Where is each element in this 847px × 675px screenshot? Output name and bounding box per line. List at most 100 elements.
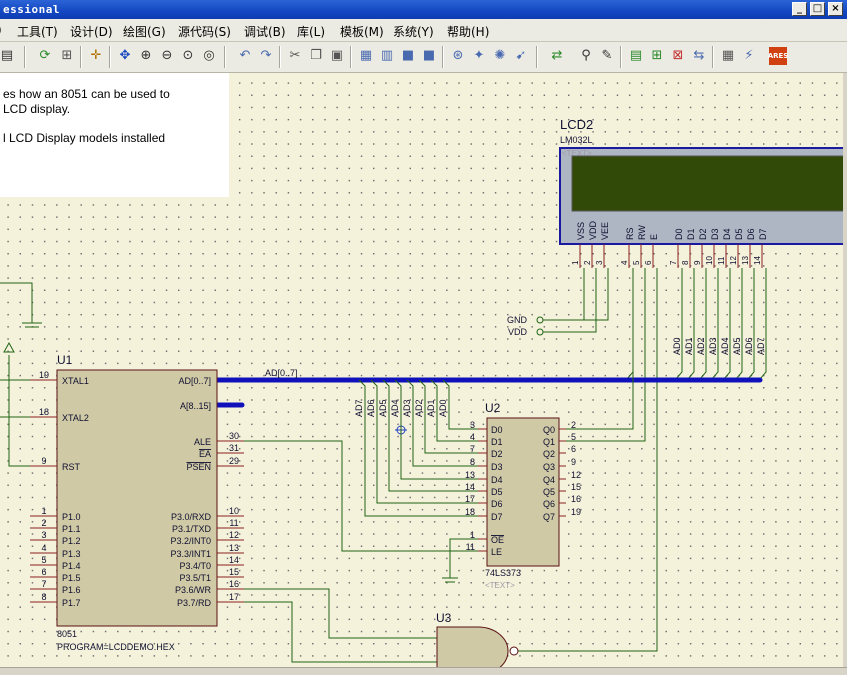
- lcd-pin-name: D0: [674, 228, 684, 240]
- cut-icon[interactable]: ✂: [289, 48, 301, 63]
- zoom-out-icon[interactable]: ⊖: [161, 48, 173, 63]
- lcd-pin-num: 2: [583, 260, 592, 265]
- u1-pin-name: P3.2/INT0: [170, 536, 211, 546]
- lcd-screen: [571, 155, 843, 212]
- bus-tap-label: AD6: [744, 337, 754, 355]
- ares-icon[interactable]: ARES: [768, 47, 788, 65]
- erc-icon[interactable]: ⚡: [744, 48, 754, 63]
- u2-pin-num: 18: [465, 507, 475, 517]
- lcd-pin-num: 1: [571, 260, 580, 265]
- lcd-pin-num: 9: [693, 260, 702, 265]
- note-line-2: LCD display.: [3, 102, 71, 116]
- menu-graph[interactable]: 绘图(G): [123, 25, 166, 39]
- u2-pin-name: Q4: [543, 475, 555, 485]
- bus-tap-label: AD0: [438, 399, 448, 417]
- maximize-button[interactable]: □: [810, 2, 825, 16]
- block-delete-icon[interactable]: ■: [422, 48, 436, 63]
- zoom-in-icon[interactable]: ⊕: [140, 48, 152, 63]
- wire-u2-data: [406, 379, 478, 467]
- u2-pin-name: D7: [491, 512, 503, 522]
- block-rotate-icon[interactable]: ■: [401, 48, 415, 63]
- schematic-canvas[interactable]: es how an 8051 can be used to LCD displa…: [0, 73, 843, 667]
- origin-icon[interactable]: ✛: [90, 48, 102, 63]
- bus-tap-label: AD3: [708, 337, 718, 355]
- save-icon[interactable]: ▤: [0, 48, 14, 63]
- wire-vee: [584, 268, 609, 321]
- remove-sheet-icon[interactable]: ⊠: [672, 48, 684, 63]
- wire-u2-data: [358, 379, 478, 517]
- menu-bar: ) 工具(T) 设计(D) 绘图(G) 源代码(S) 调试(B) 库(L) 模板…: [0, 19, 847, 42]
- lcd-pin-num: 14: [753, 256, 762, 265]
- wire-rw: [566, 268, 646, 442]
- vertical-scrollbar[interactable]: [843, 73, 847, 667]
- u1-pin-num: 1: [41, 506, 46, 516]
- note-line-3: l LCD Display models installed: [3, 131, 166, 145]
- wire-q0: [566, 372, 634, 430]
- menu-tools[interactable]: 工具(T): [17, 25, 58, 39]
- u2-pin-name: LE: [491, 547, 502, 557]
- menu-debug[interactable]: 调试(B): [244, 25, 286, 39]
- block-copy-icon[interactable]: ▦: [359, 48, 373, 63]
- undo-icon[interactable]: ↶: [239, 48, 251, 63]
- property-tool-icon[interactable]: ✎: [601, 48, 613, 63]
- wire-oe: [449, 538, 478, 578]
- u1-pin-num: 17: [229, 592, 239, 602]
- wire-autorouter-icon[interactable]: ⇄: [551, 48, 563, 63]
- bus-tap-label: AD4: [720, 337, 730, 355]
- u1-pin-name: P3.6/WR: [175, 585, 212, 595]
- menu-system[interactable]: 系统(Y): [393, 25, 434, 39]
- gnd-label: GND: [507, 315, 528, 325]
- menu-template[interactable]: 模板(M): [340, 25, 384, 39]
- make-device-icon[interactable]: ✦: [473, 48, 485, 63]
- menu-source[interactable]: 源代码(S): [178, 25, 231, 39]
- search-icon[interactable]: ⚲: [581, 48, 591, 63]
- wire-e: [518, 268, 658, 652]
- menu-design[interactable]: 设计(D): [70, 25, 113, 39]
- u1-pin-num: 9: [41, 456, 46, 466]
- u1-pin-name: AD[0..7]: [178, 376, 211, 386]
- menu-help[interactable]: 帮助(H): [447, 25, 490, 39]
- wire-rst: [8, 355, 30, 467]
- u2-pin-num: 2: [571, 420, 576, 430]
- window-title: essional: [3, 3, 60, 16]
- new-sheet-icon[interactable]: ▤: [629, 48, 643, 63]
- bus-tap-label: AD5: [378, 399, 388, 417]
- pick-device-icon[interactable]: ⊛: [452, 48, 464, 63]
- block-move-icon[interactable]: ▥: [380, 48, 394, 63]
- menu-edit-partial[interactable]: ): [0, 23, 2, 37]
- lcd-pin-num: 12: [729, 256, 738, 265]
- copy-icon[interactable]: ❐: [310, 48, 322, 63]
- goto-sheet-icon[interactable]: ⇆: [693, 48, 705, 63]
- package-tool-icon[interactable]: ✺: [494, 48, 506, 63]
- refresh-icon[interactable]: ⟳: [39, 48, 51, 63]
- zoom-all-icon[interactable]: ⊙: [182, 48, 194, 63]
- close-button[interactable]: ×: [828, 2, 843, 16]
- u2-pin-name: Q1: [543, 437, 555, 447]
- u2-pin-name: D3: [491, 462, 503, 472]
- decompose-icon[interactable]: ➹: [515, 48, 527, 63]
- u2-pin-num: 9: [571, 457, 576, 467]
- u1-pin-name: P3.4/T0: [179, 561, 211, 571]
- u1-pin-num: 2: [41, 518, 46, 528]
- u2-pin-name: Q0: [543, 425, 555, 435]
- u1-pin-name: A[8..15]: [180, 401, 211, 411]
- zoom-area-icon[interactable]: ◎: [203, 48, 215, 63]
- gnd-terminal: [536, 316, 544, 324]
- power-symbol: [3, 341, 15, 353]
- lcd-pin-num: 10: [705, 256, 714, 265]
- bom-icon[interactable]: ▦: [721, 48, 735, 63]
- add-sheet-icon[interactable]: ⊞: [651, 48, 663, 63]
- lcd-pin-num: 8: [681, 260, 690, 265]
- minimize-button[interactable]: _: [792, 2, 807, 16]
- wire-wr: [244, 588, 437, 639]
- u2-text: <TEXT>: [485, 581, 515, 590]
- grid-icon[interactable]: ⊞: [61, 48, 73, 63]
- paste-icon[interactable]: ▣: [330, 48, 344, 63]
- pan-icon[interactable]: ✥: [119, 48, 131, 63]
- menu-library[interactable]: 库(L): [297, 25, 326, 39]
- horizontal-scrollbar[interactable]: [0, 667, 847, 675]
- u1-program: PROGRAM=LCDDEMO.HEX: [57, 642, 175, 652]
- u1-pin-num: 29: [229, 456, 239, 466]
- schematic-drawing: LCD2LM032L<TEXT>VSS1VDD2VEE3RS4RW5E6D07D…: [0, 117, 843, 667]
- redo-icon[interactable]: ↷: [260, 48, 272, 63]
